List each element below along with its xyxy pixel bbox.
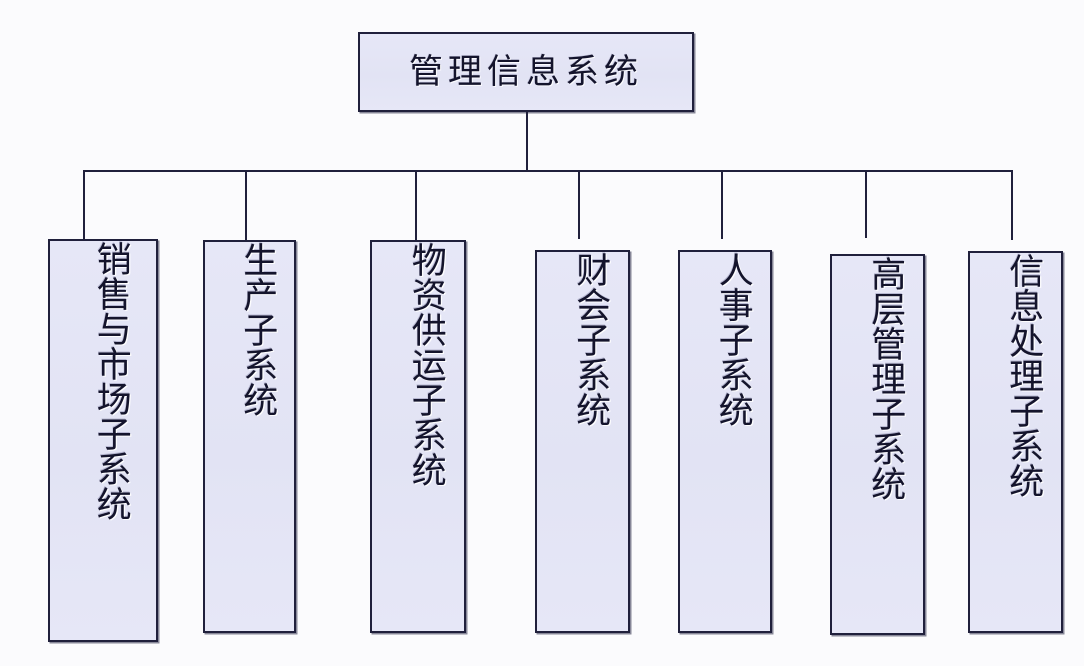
connector-drop-1 (83, 170, 85, 240)
node-root[interactable]: 管理信息系统 (358, 32, 694, 112)
node-child-information-processing[interactable]: 信息处理子系统 (968, 251, 1063, 633)
connector-drop-6 (865, 170, 867, 238)
node-child-label: 生产子系统 (237, 242, 278, 417)
node-child-label: 物资供运子系统 (405, 242, 446, 487)
node-child-label: 财会子系统 (570, 252, 611, 427)
connector-drop-4 (578, 170, 580, 239)
node-child-material-supply[interactable]: 物资供运子系统 (370, 240, 466, 633)
node-child-label: 高层管理子系统 (865, 256, 906, 501)
node-child-label: 信息处理子系统 (1003, 253, 1044, 498)
connector-root-stem (526, 112, 528, 172)
connector-drop-3 (415, 170, 417, 241)
connector-drop-7 (1011, 170, 1013, 240)
connector-drop-2 (245, 170, 247, 241)
node-child-sales-marketing[interactable]: 销售与市场子系统 (48, 239, 158, 642)
node-child-human-resources[interactable]: 人事子系统 (678, 250, 772, 633)
node-child-label: 人事子系统 (712, 252, 753, 427)
connector-drop-5 (721, 170, 723, 239)
node-root-label: 管理信息系统 (409, 52, 643, 92)
node-child-finance-accounting[interactable]: 财会子系统 (535, 250, 630, 633)
node-child-production[interactable]: 生产子系统 (203, 240, 296, 633)
node-child-label: 销售与市场子系统 (90, 241, 131, 521)
node-child-executive-management[interactable]: 高层管理子系统 (830, 254, 925, 635)
connector-horizontal-bus (83, 170, 1013, 172)
